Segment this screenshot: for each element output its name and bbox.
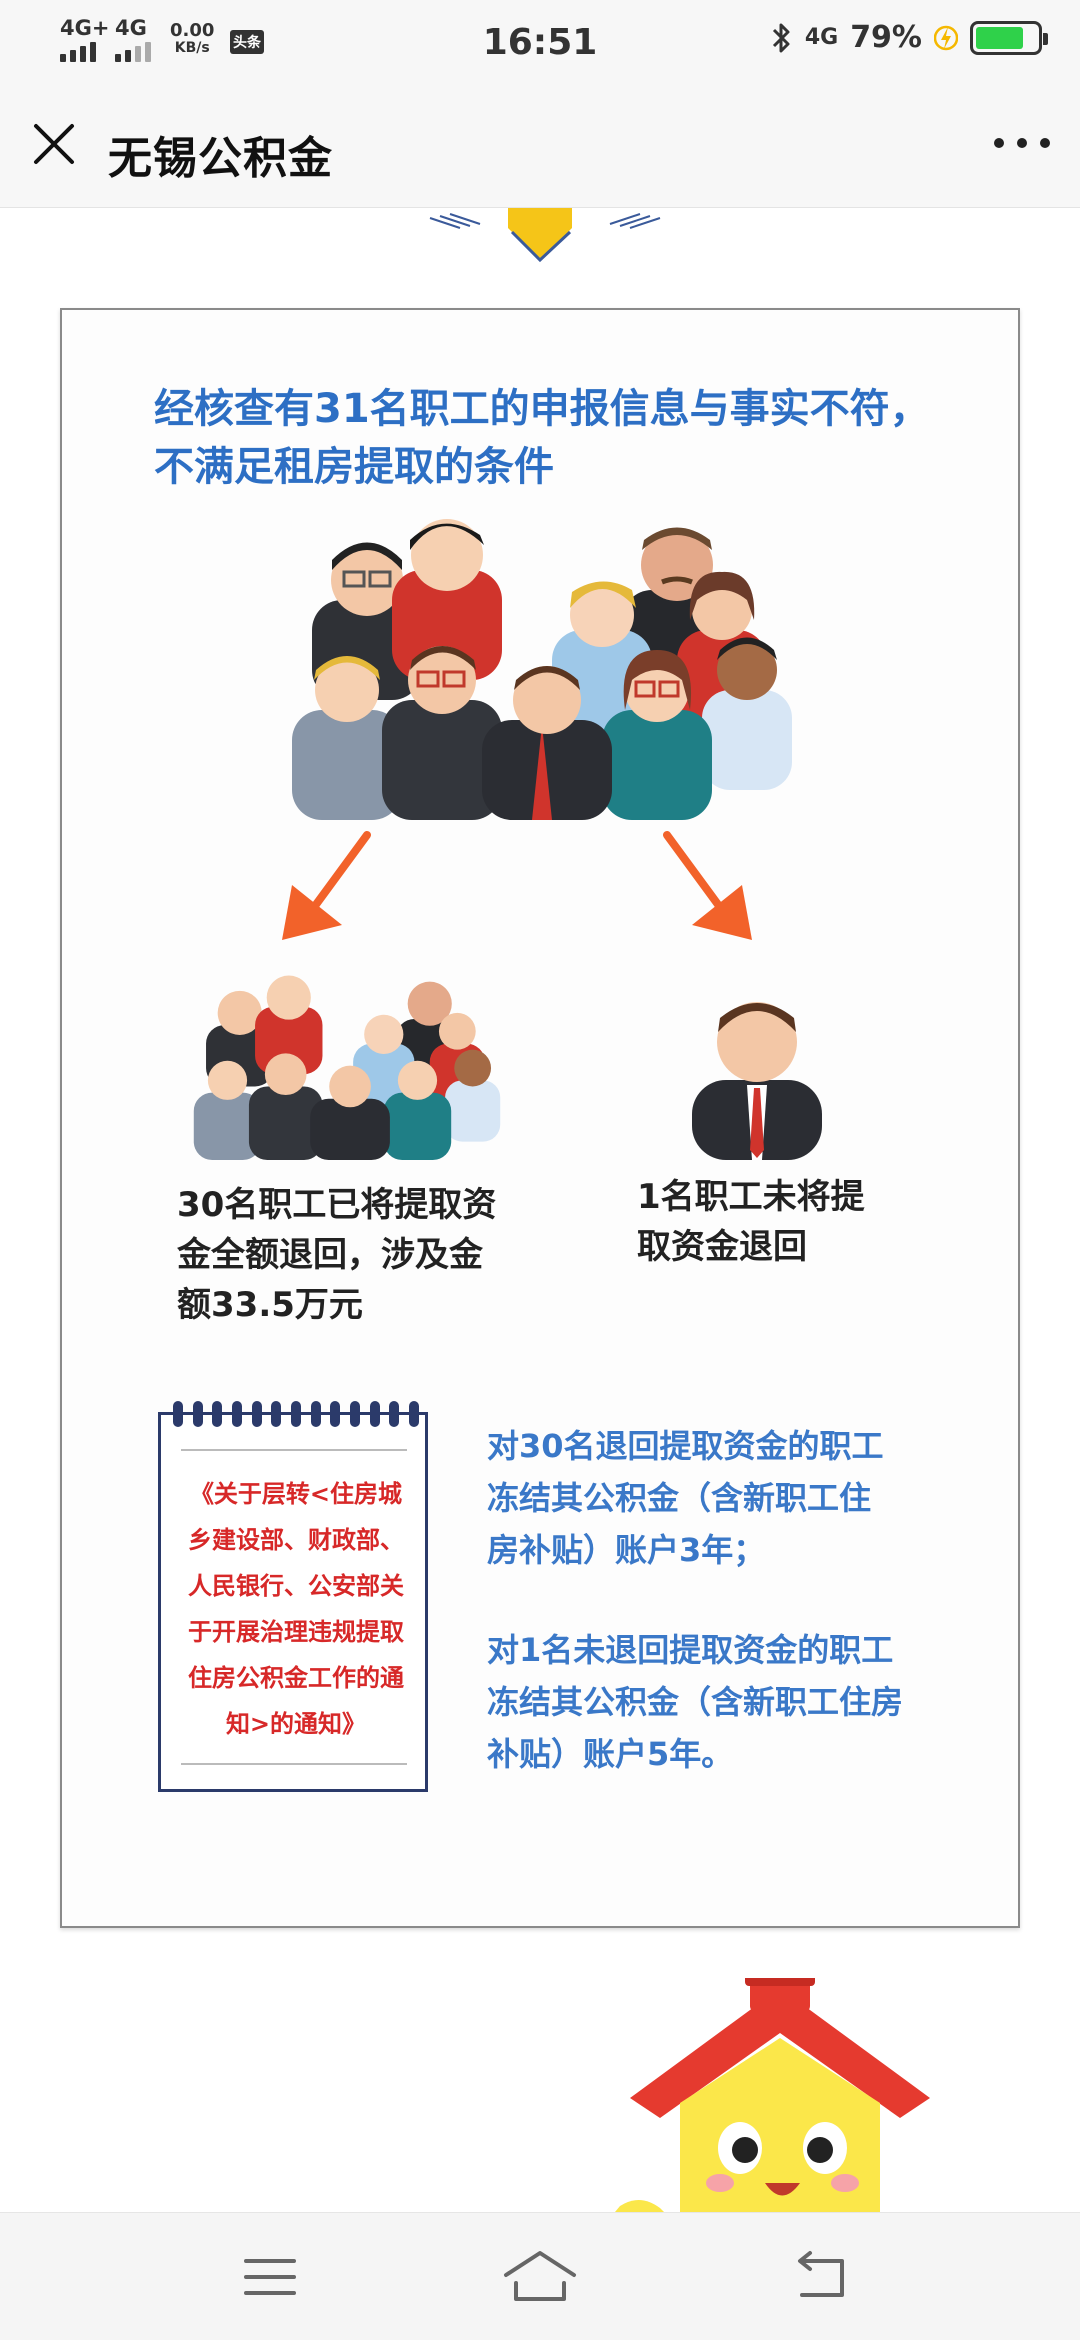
penalty-not-returned: 对1名未退回提取资金的职工 冻结其公积金（含新职工住房 补贴）账户5年。: [487, 1624, 947, 1780]
speed-unit: KB/s: [174, 39, 210, 56]
result-not-returned-text: 1名职工未将提 取资金退回: [637, 1172, 937, 1272]
text-line: 乡建设部、财政部、: [188, 1526, 404, 1554]
text-line: 取资金退回: [637, 1227, 807, 1267]
result-returned-text: 30名职工已将提取资 金全额退回，涉及金 额33.5万元: [177, 1180, 557, 1330]
page-title: 无锡公积金: [108, 133, 333, 184]
person-avatar: [602, 650, 712, 820]
employee-not-returned-illustration: [692, 1002, 822, 1160]
text-line: 1名职工未将提: [637, 1177, 865, 1217]
employees-group-illustration: [292, 519, 792, 820]
text-line: 房补贴）账户3年；: [487, 1531, 766, 1569]
navigation-bar: [0, 2212, 1080, 2340]
more-icon-dot: [1017, 138, 1027, 148]
news-badge: 头条: [230, 30, 264, 54]
notice-title: 《关于层转<住房城 乡建设部、财政部、 人民银行、公安部关 于开展治理违规提取 …: [175, 1471, 417, 1747]
text-line: 于开展治理违规提取: [188, 1618, 404, 1646]
menu-icon: [244, 2259, 296, 2295]
network-speed: 0.00 KB/s: [170, 20, 215, 56]
network-indicator-2: 4G: [115, 16, 147, 40]
more-icon-dot: [994, 138, 1004, 148]
text-line: 住房公积金工作的通: [188, 1664, 404, 1692]
title-bar: 无锡公积金: [0, 82, 1080, 208]
arrow-down-left-icon: [282, 831, 371, 940]
employees-returned-illustration: [193, 975, 501, 1160]
more-icon-dot: [1040, 138, 1050, 148]
penalty-text: 对30名退回提取资金的职工 冻结其公积金（含新职工住 房补贴）账户3年； 对1名…: [487, 1420, 947, 1780]
battery-percent: 79%: [850, 20, 922, 55]
speed-value: 0.00: [170, 20, 215, 41]
back-icon: [798, 2251, 844, 2297]
text-line: 对1名未退回提取资金的职工: [487, 1631, 894, 1669]
status-bar: 4G+ 4G 0.00 KB/s 头条 16:51 4G 79%: [0, 0, 1080, 82]
status-right: 4G 79%: [771, 20, 1048, 55]
divider: [181, 1449, 407, 1451]
network-indicator-right: 4G: [804, 25, 839, 50]
text-line: 额33.5万元: [177, 1285, 363, 1325]
divider: [181, 1763, 407, 1765]
article-content[interactable]: 经核查有31名职工的申报信息与事实不符， 不满足租房提取的条件: [0, 208, 1080, 2212]
person-avatar: [482, 666, 612, 820]
text-line: 补贴）账户5年。: [487, 1735, 734, 1773]
home-icon: [504, 2251, 576, 2301]
text-line: 对30名退回提取资金的职工: [487, 1427, 884, 1465]
menu-button[interactable]: [230, 2247, 310, 2307]
back-button[interactable]: [780, 2247, 860, 2307]
person-avatar: [392, 519, 502, 680]
text-line: 冻结其公积金（含新职工住: [487, 1479, 872, 1517]
battery-fill: [976, 26, 1024, 49]
clock: 16:51: [482, 22, 598, 63]
home-button[interactable]: [500, 2247, 580, 2307]
charging-icon: [934, 25, 958, 50]
notepad-rings-icon: [173, 1401, 419, 1431]
network-indicator-1: 4G+: [60, 16, 110, 40]
info-card: 经核查有31名职工的申报信息与事实不符， 不满足租房提取的条件: [60, 308, 1020, 1928]
text-line: 人民银行、公安部关: [188, 1572, 404, 1600]
headline: 经核查有31名职工的申报信息与事实不符， 不满足租房提取的条件: [154, 380, 984, 496]
arrow-down-right-icon: [663, 831, 752, 940]
close-button[interactable]: [28, 118, 80, 170]
person-avatar: [702, 637, 792, 790]
close-icon: [34, 124, 74, 164]
text-line: 知>的通知》: [225, 1710, 367, 1738]
more-button[interactable]: [994, 128, 1050, 158]
headline-line: 不满足租房提取的条件: [154, 444, 554, 490]
notice-document: 《关于层转<住房城 乡建设部、财政部、 人民银行、公安部关 于开展治理违规提取 …: [158, 1401, 428, 1792]
signal-icon-2: [115, 42, 151, 62]
text-line: 《关于层转<住房城: [189, 1480, 403, 1508]
person-avatar: [292, 656, 402, 820]
text-line: 金全额退回，涉及金: [177, 1235, 483, 1275]
text-line: 30名职工已将提取资: [177, 1185, 497, 1225]
text-line: 冻结其公积金（含新职工住房: [487, 1683, 904, 1721]
person-avatar: [382, 646, 502, 820]
signal-icon-1: [60, 42, 96, 62]
bluetooth-icon: [772, 23, 790, 52]
headline-line: 经核查有31名职工的申报信息与事实不符，: [154, 386, 930, 432]
down-arrow-decoration: [429, 208, 661, 263]
penalty-returned: 对30名退回提取资金的职工 冻结其公积金（含新职工住 房补贴）账户3年；: [487, 1420, 947, 1576]
battery-icon: [970, 20, 1048, 55]
house-mascot-illustration: [615, 1978, 930, 2212]
